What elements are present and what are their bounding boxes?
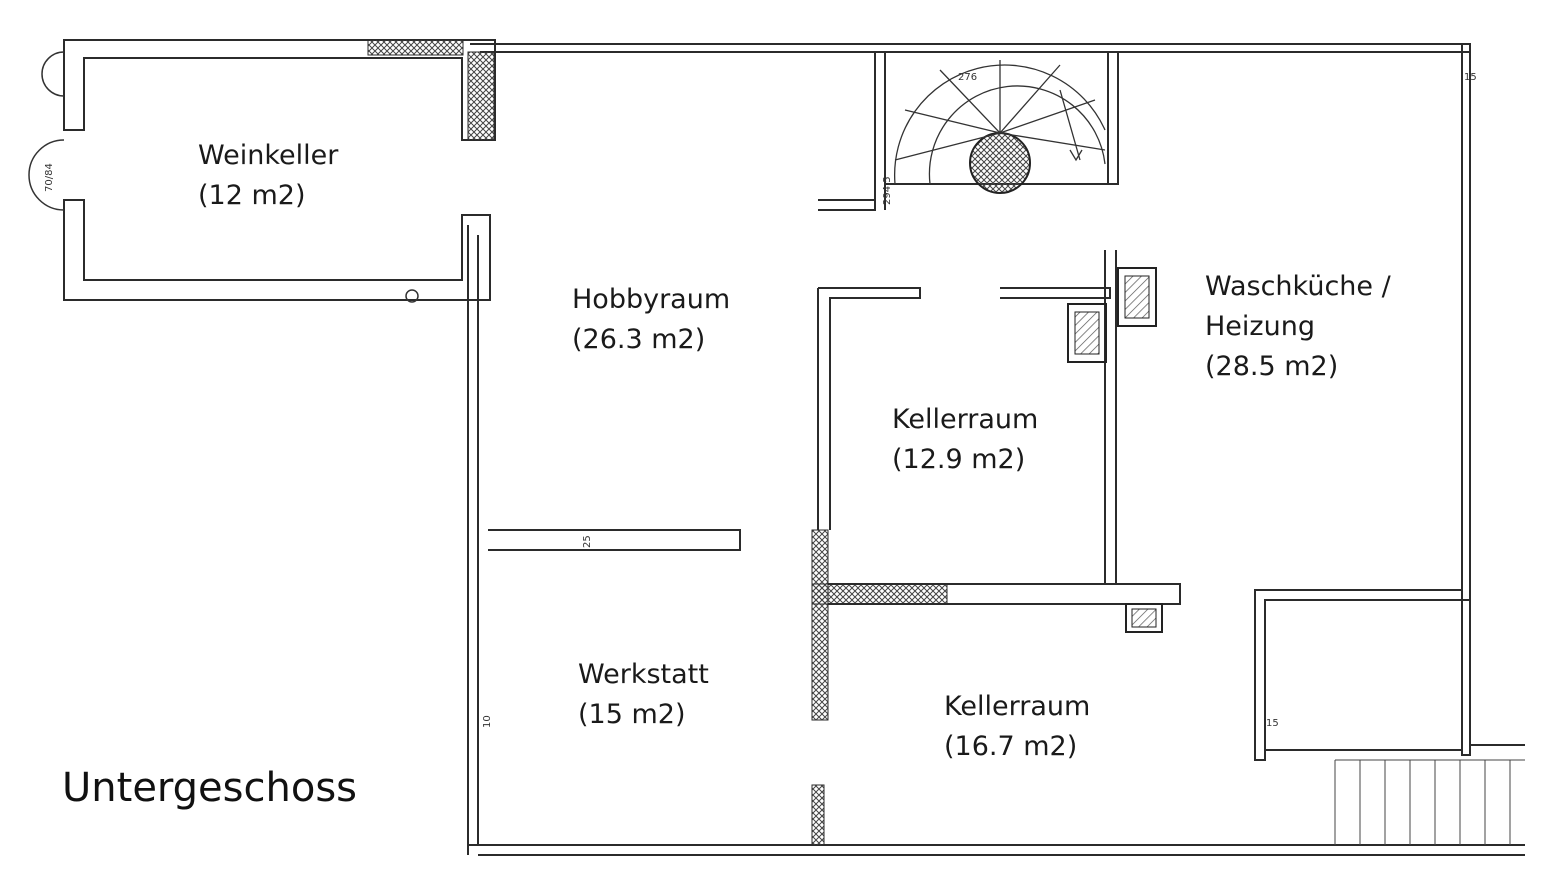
room-label-kellerraum-1: Kellerraum (12.9 m2)	[892, 400, 1038, 480]
room-area: (12 m2)	[198, 180, 306, 211]
boilers	[1067, 267, 1163, 633]
stair-side-dimension: 294.5	[882, 176, 893, 205]
room-name: Kellerraum	[892, 404, 1039, 435]
room-area: (15 m2)	[578, 699, 686, 730]
room-area: (12.9 m2)	[892, 444, 1026, 475]
floor-title: Untergeschoss	[62, 765, 357, 811]
room-label-weinkeller: Weinkeller (12 m2)	[198, 136, 338, 216]
dimension-labels: 276 294.5 25 15 15 10 70/84	[44, 72, 1477, 729]
windows	[28, 51, 419, 303]
room-name: Waschküche /	[1205, 271, 1391, 302]
room-name: Kellerraum	[944, 691, 1091, 722]
room-label-hobbyraum: Hobbyraum (26.3 m2)	[572, 280, 730, 360]
floor-title-text: Untergeschoss	[62, 765, 357, 811]
room-label-waschkueche: Waschküche / Heizung (28.5 m2)	[1205, 267, 1391, 387]
wall-15-dimension-bottom: 15	[1266, 718, 1279, 729]
wall-15-dimension-top: 15	[1464, 72, 1477, 83]
wall-25-dimension: 25	[582, 535, 593, 548]
room-name: Hobbyraum	[572, 284, 731, 315]
room-label-kellerraum-2: Kellerraum (16.7 m2)	[944, 687, 1090, 767]
outer-walls	[63, 39, 1525, 856]
room-label-werkstatt: Werkstatt (15 m2)	[578, 655, 709, 735]
wall-10-dimension: 10	[482, 715, 493, 728]
window-dimension: 70/84	[44, 163, 55, 192]
spiral-staircase	[893, 60, 1106, 194]
room-name-2: Heizung	[1205, 311, 1315, 342]
room-area: (26.3 m2)	[572, 324, 706, 355]
room-area: (16.7 m2)	[944, 731, 1078, 762]
room-name: Werkstatt	[578, 659, 709, 690]
room-area: (28.5 m2)	[1205, 351, 1339, 382]
stair-width-dimension: 276	[958, 72, 977, 83]
exterior-steps	[1334, 759, 1525, 845]
room-name: Weinkeller	[198, 140, 339, 171]
